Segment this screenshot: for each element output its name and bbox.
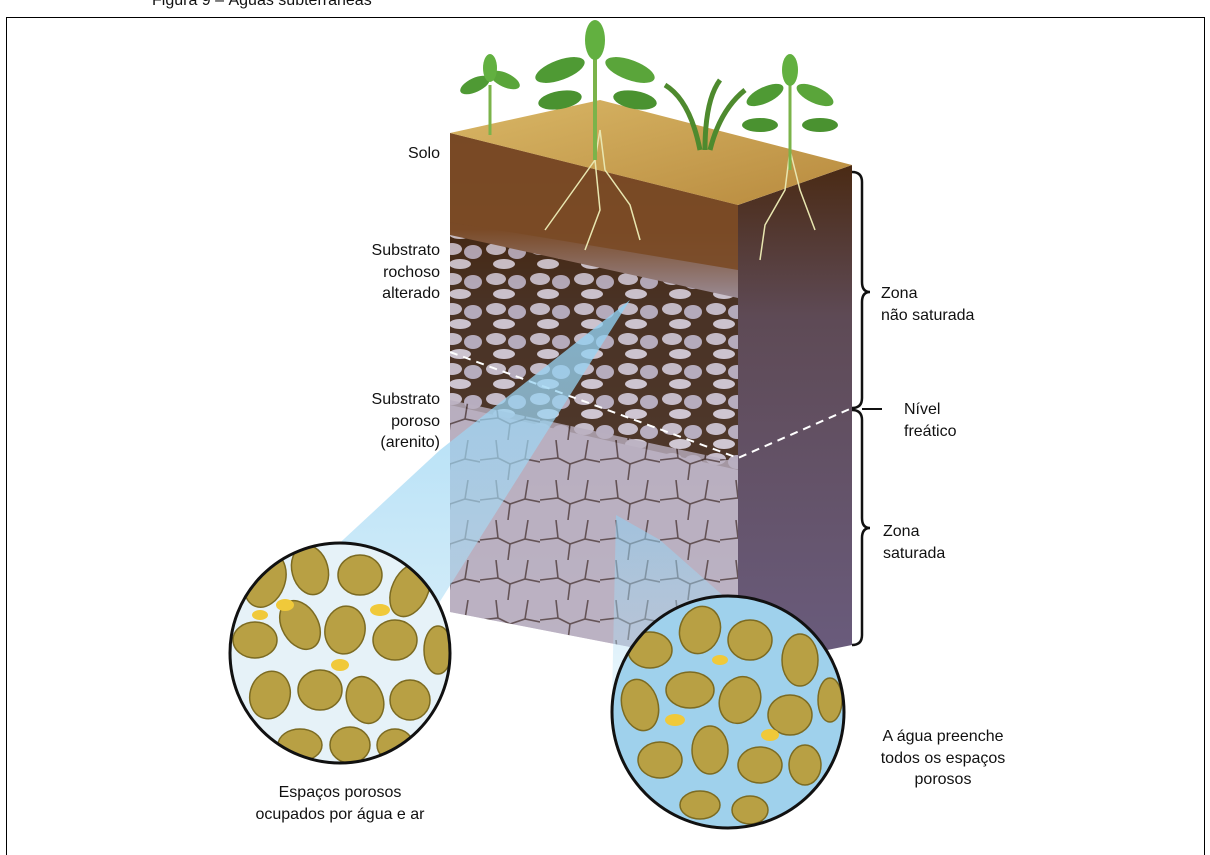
label-nivel-freatico: Nível freático	[904, 399, 956, 442]
label-substrato-alterado: Substrato rochoso alterado	[330, 240, 440, 305]
label-solo: Solo	[360, 143, 440, 165]
label-zona-saturada: Zona saturada	[883, 521, 945, 564]
brace-unsaturated	[852, 172, 870, 408]
label-espacos-porosos: Espaços porosos ocupados por água e ar	[220, 782, 460, 825]
label-zona-nao-saturada: Zona não saturada	[881, 283, 974, 326]
brace-saturated	[852, 410, 870, 645]
label-substrato-poroso: Substrato poroso (arenito)	[330, 389, 440, 454]
label-agua-preenche: A água preenche todos os espaços porosos	[848, 726, 1038, 791]
